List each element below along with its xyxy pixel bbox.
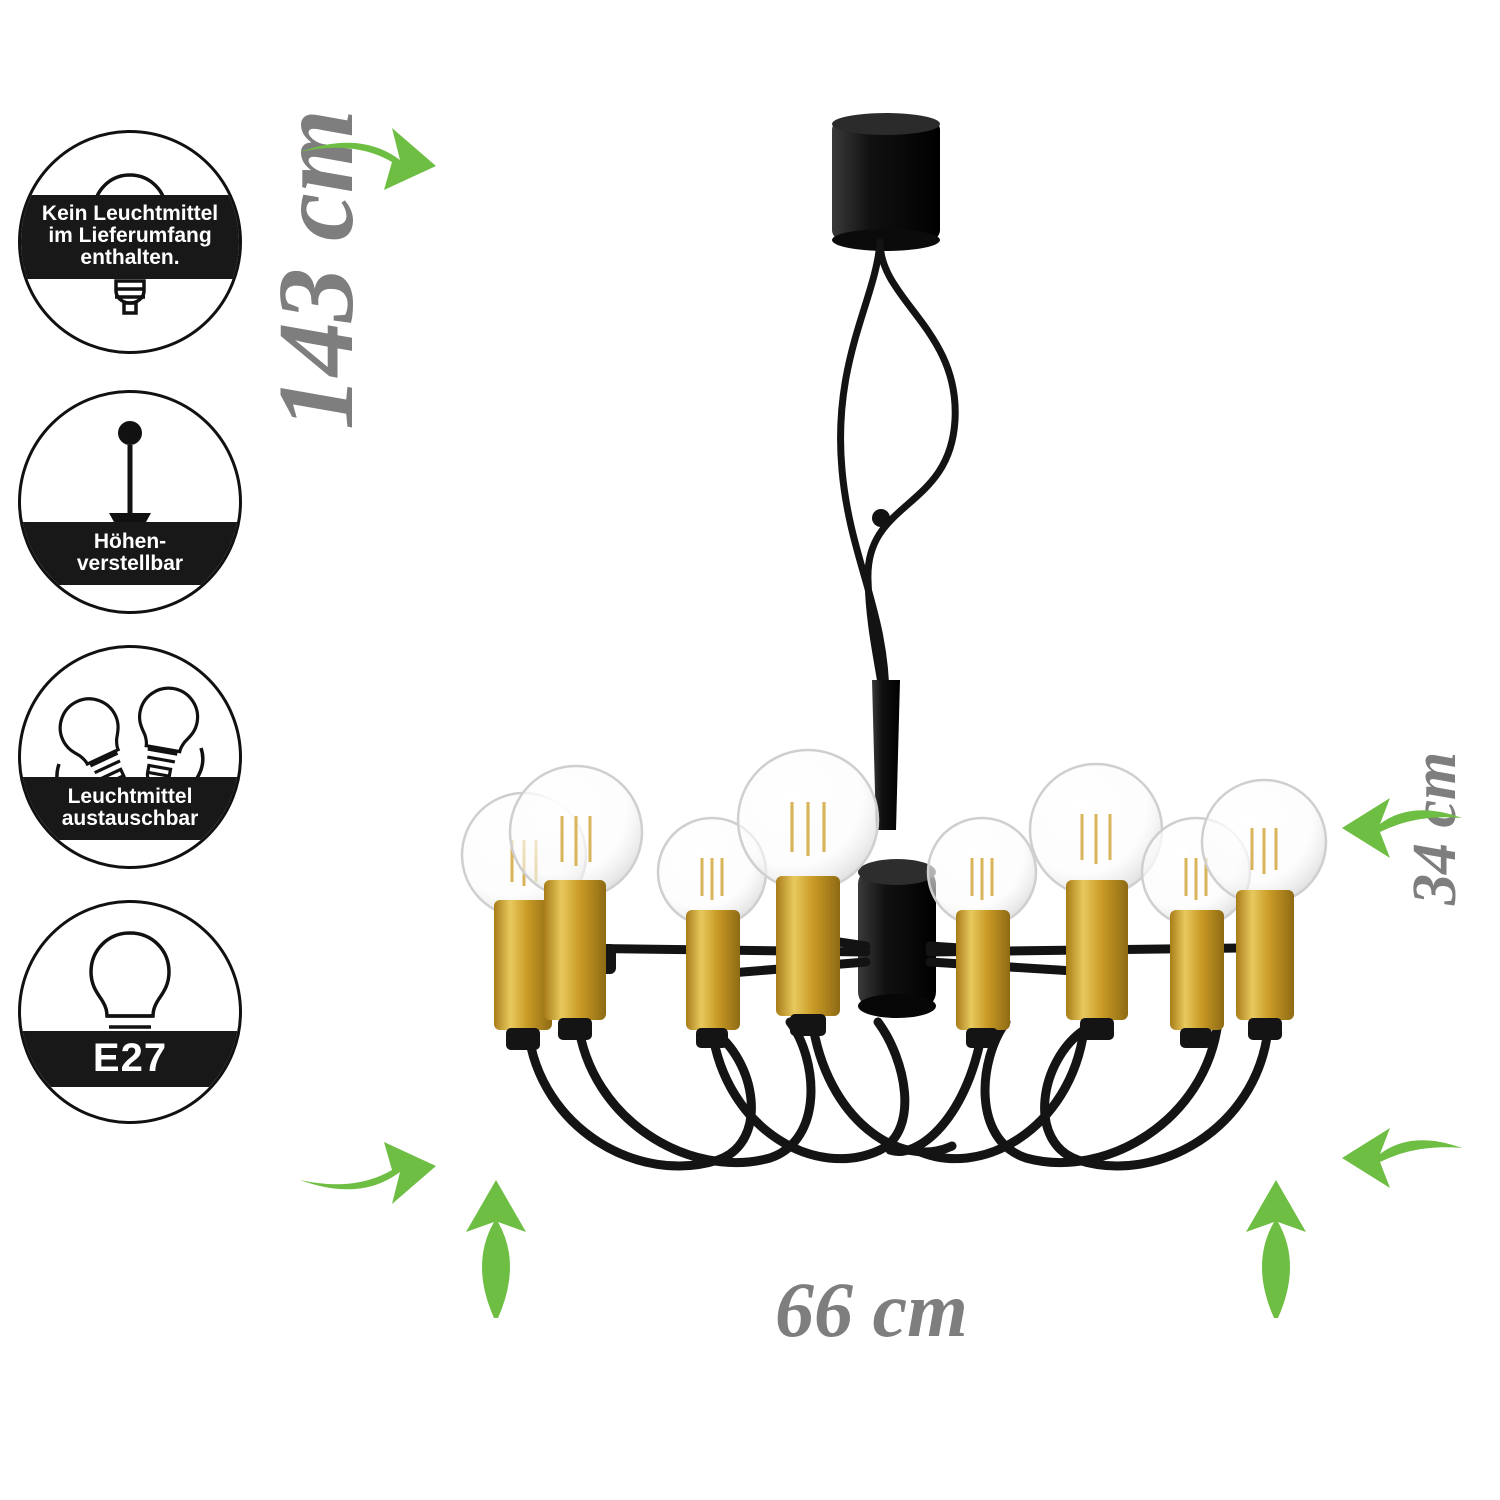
badge-bulb-replaceable-text: Leuchtmittel austauschbar bbox=[21, 776, 239, 840]
center-hub bbox=[858, 680, 936, 1018]
arrow-depth-bottom bbox=[1342, 1128, 1462, 1188]
arrow-width-left bbox=[466, 1180, 526, 1318]
badge-height-adjustable-text: Höhen- verstellbar bbox=[21, 521, 239, 585]
badge-socket-e27: E27 bbox=[18, 900, 242, 1124]
arrow-height-bottom bbox=[300, 1142, 436, 1204]
bulb-assembly bbox=[508, 764, 644, 1040]
bulb-assembly bbox=[736, 748, 880, 1036]
ceiling-canopy bbox=[832, 113, 940, 251]
cable-clamp bbox=[872, 509, 890, 527]
bulb-assembly bbox=[656, 816, 768, 1048]
arrow-width-right bbox=[1246, 1180, 1306, 1318]
bulb-assembly bbox=[1028, 762, 1164, 1040]
bulb-assembly bbox=[926, 816, 1038, 1048]
badge-no-bulb-included: Kein Leuchtmittel im Lieferumfang enthal… bbox=[18, 130, 242, 354]
badge-height-adjustable: Höhen- verstellbar bbox=[18, 390, 242, 614]
badge-bulb-replaceable: Leuchtmittel austauschbar bbox=[18, 645, 242, 869]
bulb-assembly bbox=[1200, 778, 1328, 1040]
arrow-height-top bbox=[300, 128, 436, 190]
badge-no-bulb-text: Kein Leuchtmittel im Lieferumfang enthal… bbox=[21, 195, 239, 280]
badge-socket-e27-text: E27 bbox=[21, 1031, 239, 1087]
suspension-cable bbox=[837, 238, 959, 764]
arrow-depth-top bbox=[1342, 798, 1462, 858]
dimension-width-label: 66 cm bbox=[775, 1266, 968, 1353]
decorative-cable-loops bbox=[523, 1015, 1273, 1171]
